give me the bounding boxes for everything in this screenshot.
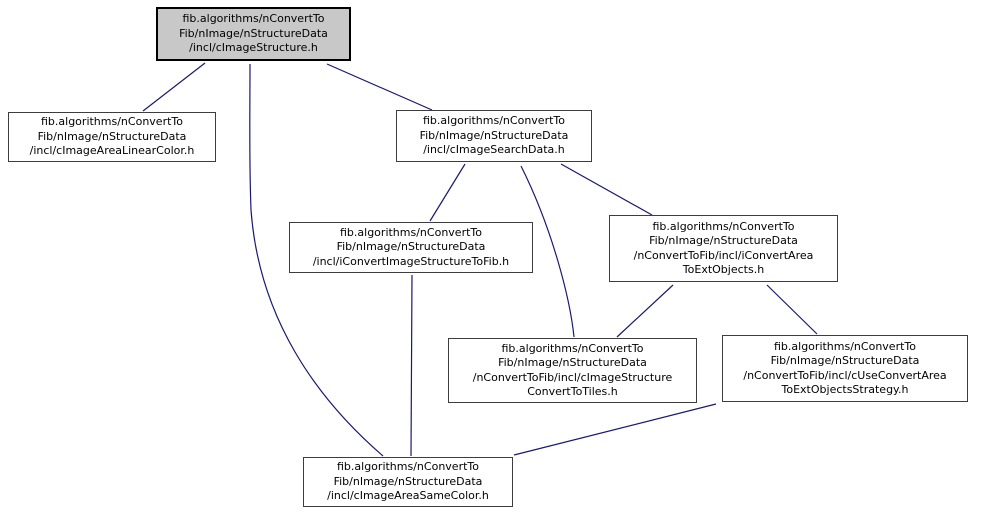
graph-node-label-line: /nConvertToFib/incl/iConvertArea: [633, 248, 814, 262]
graph-node-label-line: fib.algorithms/nConvertTo: [41, 115, 183, 129]
graph-node-label-line: fib.algorithms/nConvertTo: [501, 341, 644, 355]
edge-cImageAreaSameColor-to-cImageStructure: [249, 63, 384, 457]
graph-node-label-line: Fib/nImage/nStructureData: [37, 129, 187, 143]
graph-node-label-line: /incl/cImageAreaSameColor.h: [327, 489, 489, 503]
graph-node-label-line: /incl/cImageSearchData.h: [423, 143, 565, 157]
graph-node-label-line: Fib/nImage/nStructureData: [498, 356, 647, 369]
graph-node-label-line: Fib/nImage/nStructureData: [179, 26, 328, 40]
graph-node-label-line: fib.algorithms/nConvertTo: [182, 12, 325, 26]
edge-cImageAreaSameColor-to-cUseConvertAreaToExtObjectsStrategy: [513, 403, 717, 456]
edge-iConvertImageStructureToFib-to-cImageSearchData: [429, 163, 466, 222]
graph-node-label-line: fib.algorithms/nConvertTo: [652, 219, 795, 233]
graph-node-label-line: ToExtObjectsStrategy.h: [781, 383, 909, 396]
graph-node-label-line: /incl/cImageAreaLinearColor.h: [29, 144, 195, 158]
edge-cImageAreaLinearColor-to-cImageStructure: [142, 62, 206, 112]
graph-node-label-line: fib.algorithms/nConvertTo: [774, 339, 916, 353]
graph-node-label-line: ConvertToTiles.h: [527, 385, 618, 398]
graph-node-label-line: Fib/nImage/nStructureData: [770, 354, 920, 367]
graph-node-label-line: Fib/nImage/nStructureData: [419, 128, 569, 142]
graph-node-label-line: /nConvertToFib/incl/cUseConvertArea: [743, 368, 947, 382]
graph-node-label-line: fib.algorithms/nConvertTo: [337, 460, 479, 474]
graph-node-label-line: /incl/cImageStructure.h: [189, 41, 318, 55]
edge-cImageStructureConvertToTiles-to-cImageSearchData: [520, 165, 575, 338]
edge-iConvertAreaToExtObjects-to-cImageSearchData: [560, 163, 653, 216]
graph-node-label-line: fib.algorithms/nConvertTo: [340, 225, 482, 239]
edge-cImageStructureConvertToTiles-to-iConvertAreaToExtObjects: [616, 284, 674, 338]
graph-node-label-line: ToExtObjects.h: [682, 263, 765, 276]
edge-cImageSearchData-to-cImageStructure: [326, 63, 433, 111]
edge-cImageAreaSameColor-to-iConvertImageStructureToFib: [410, 274, 413, 457]
graph-node-label-line: Fib/nImage/nStructureData: [649, 234, 798, 247]
graph-node-label-line: fib.algorithms/nConvertTo: [423, 114, 565, 128]
graph-node-label-line: Fib/nImage/nStructureData: [333, 474, 483, 488]
graph-node-label-line: /nConvertToFib/incl/cImageStructure: [472, 370, 673, 384]
edge-cUseConvertAreaToExtObjectsStrategy-to-iConvertAreaToExtObjects: [766, 284, 818, 335]
graph-node-label-line: Fib/nImage/nStructureData: [336, 240, 486, 254]
graph-node-label-line: /incl/iConvertImageStructureToFib.h: [312, 254, 510, 268]
